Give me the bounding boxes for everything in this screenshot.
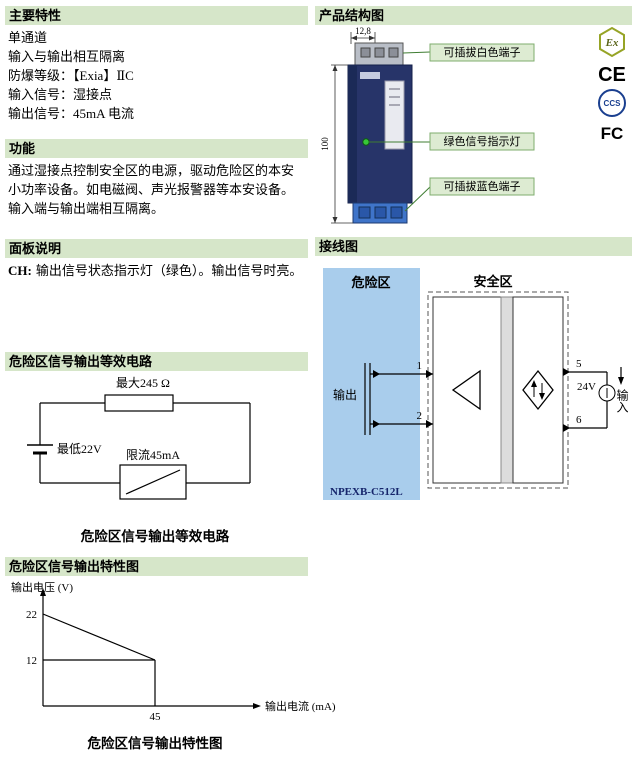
height-dimension-label: 100 xyxy=(320,137,330,151)
supply-voltage-label: 24V xyxy=(577,381,596,393)
equiv-circuit-caption: 危险区信号输出等效电路 xyxy=(80,529,230,544)
svg-text:FC: FC xyxy=(601,124,624,143)
features-header: 主要特性 xyxy=(5,6,308,25)
dim-arrow xyxy=(332,217,338,223)
function-text: 通过湿接点控制安全区的电源，驱动危险区的本安 小功率设备。如电磁阀、声光报警器等… xyxy=(5,161,308,218)
dim-arrow xyxy=(332,65,338,71)
callout-line xyxy=(404,186,431,212)
battery-label: 最低22V xyxy=(57,442,102,456)
ex-certification-icon: Ex xyxy=(599,26,625,58)
features-list: 单通道 输入与输出相互隔离 防爆等级：【Exia】ⅡC 输入信号：湿接点 输出信… xyxy=(5,28,308,123)
panel-ch-label: CH: xyxy=(8,263,32,278)
feature-item: 输入与输出相互隔离 xyxy=(8,49,126,64)
module-body xyxy=(347,64,413,204)
function-line: 通过湿接点控制安全区的电源，驱动危险区的本安 xyxy=(8,163,295,178)
y-axis-label: 输出电压 (V) xyxy=(11,580,73,594)
hazardous-zone-box xyxy=(323,268,420,500)
output-label: 输出 xyxy=(333,387,357,402)
wiring-diagram: 危险区 安全区 1 2 xyxy=(323,268,624,500)
converter-symbol xyxy=(522,369,554,411)
terminal-2-arrow xyxy=(426,420,433,428)
white-terminal-block xyxy=(354,42,404,66)
safe-zone-label: 安全区 xyxy=(473,274,512,289)
output-arrow xyxy=(373,370,380,378)
hazardous-zone-label: 危险区 xyxy=(351,275,390,290)
terminal-5-number: 5 xyxy=(576,358,582,370)
fcc-certification-icon: FC xyxy=(601,124,624,143)
output-arrow xyxy=(373,420,380,428)
structure-header: 产品结构图 xyxy=(315,6,632,25)
left-column: 主要特性 单通道 输入与输出相互隔离 防爆等级：【Exia】ⅡC 输入信号：湿接… xyxy=(5,6,336,752)
model-number-label: NPEXB-C512L xyxy=(330,486,403,498)
limiter-diagonal xyxy=(125,469,181,495)
callout-box xyxy=(429,177,535,196)
led-callout: 绿色信号指示灯 xyxy=(444,134,521,148)
input-label: 输入 xyxy=(615,389,629,413)
limiter-label: 限流45mA xyxy=(126,448,180,462)
isolation-barrier xyxy=(500,296,514,484)
y-tick-22: 22 xyxy=(26,609,37,621)
svg-text:CE: CE xyxy=(598,64,626,86)
characteristic-caption: 危险区信号输出特性图 xyxy=(87,736,223,751)
output-characteristic-chart: 输出电压 (V) 输出电流 (mA) 22 12 45 xyxy=(11,580,336,723)
dim-arrow xyxy=(351,35,357,41)
amplifier-symbol xyxy=(451,369,481,411)
feature-item: 输入信号：湿接点 xyxy=(8,87,113,102)
panel-ch-desc: 输出信号状态指示灯（绿色）。输出信号时亮。 xyxy=(35,263,303,278)
ccs-certification-icon: CCS xyxy=(598,89,626,117)
y-tick-12: 12 xyxy=(26,655,37,667)
converter-arrow-down-head xyxy=(539,393,545,400)
y-axis-arrow xyxy=(40,588,46,596)
equivalent-circuit-diagram: 最大245 Ω 最低22V 限流45mA xyxy=(27,376,251,500)
dim-arrow xyxy=(369,35,375,41)
terminal-1-arrow xyxy=(426,370,433,378)
white-terminal-callout: 可插拔白色端子 xyxy=(444,45,521,59)
terminal-2-number: 2 xyxy=(417,410,423,422)
function-line: 输入端与输出端相互隔离。 xyxy=(8,201,165,216)
feature-item: 单通道 xyxy=(8,30,48,45)
callout-box xyxy=(429,132,535,151)
callout-line xyxy=(402,51,431,54)
terminal-6-number: 6 xyxy=(576,414,582,426)
x-axis-label: 输出电流 (mA) xyxy=(265,699,336,713)
feature-item: 防爆等级：【Exia】ⅡC xyxy=(8,68,134,83)
callout-box xyxy=(429,43,535,62)
panel-text: CH:输出信号状态指示灯（绿色）。输出信号时亮。 xyxy=(5,261,308,280)
equiv-circuit-header: 危险区信号输出等效电路 xyxy=(5,352,308,371)
panel-header: 面板说明 xyxy=(5,239,308,258)
green-led-indicator xyxy=(362,138,370,146)
width-dimension-label: 12,8 xyxy=(355,26,371,36)
converter-arrow-up-head xyxy=(531,380,537,387)
wiring-diagram-container: 危险区 安全区 1 2 xyxy=(315,259,632,505)
input-arrow-head xyxy=(618,377,624,385)
resistor-label: 最大245 Ω xyxy=(116,376,170,390)
terminal-5-arrow xyxy=(563,368,570,376)
right-column: 产品结构图 12,8 xyxy=(315,6,632,505)
svg-text:Ex: Ex xyxy=(605,37,619,49)
characteristic-header: 危险区信号输出特性图 xyxy=(5,557,308,576)
svg-text:CCS: CCS xyxy=(604,99,622,108)
function-header: 功能 xyxy=(5,139,308,158)
terminal-6-arrow xyxy=(563,424,570,432)
feature-item: 输出信号：45mA 电流 xyxy=(8,106,135,121)
product-structure-diagram: 12,8 xyxy=(320,26,626,224)
characteristic-slope-line xyxy=(42,613,156,661)
wiring-header: 接线图 xyxy=(315,237,632,256)
x-axis-arrow xyxy=(253,703,261,709)
function-line: 小功率设备。如电磁阀、声光报警器等本安设备。 xyxy=(8,182,295,197)
blue-terminal-callout: 可插拔蓝色端子 xyxy=(444,179,521,193)
x-tick-45: 45 xyxy=(150,711,162,723)
resistor-symbol xyxy=(104,394,174,412)
blue-terminal-block xyxy=(352,202,408,224)
ce-certification-icon: CE xyxy=(598,64,626,86)
terminal-1-number: 1 xyxy=(417,360,423,372)
